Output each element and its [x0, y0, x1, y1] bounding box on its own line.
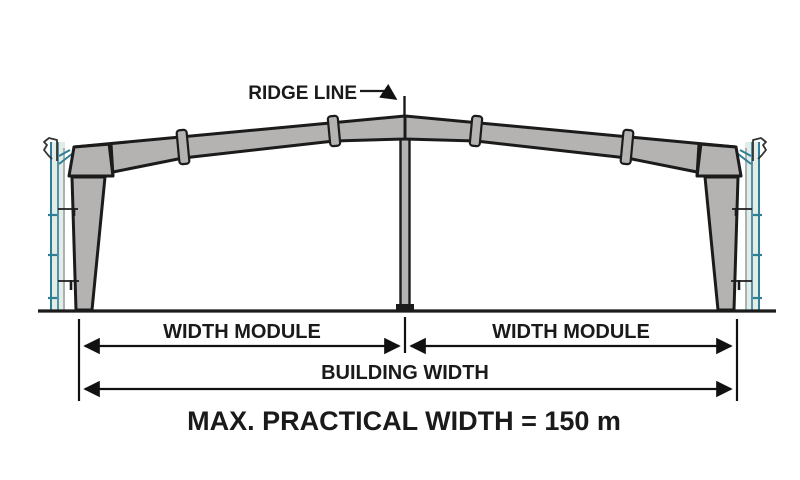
width-module-left-label: WIDTH MODULE	[163, 321, 321, 343]
right-column	[695, 142, 743, 312]
width-module-right-label: WIDTH MODULE	[492, 321, 650, 343]
right-eave-joint	[696, 145, 703, 176]
left-column	[67, 142, 115, 312]
left-eave-joint	[107, 145, 114, 176]
ridge-line-label: RIDGE LINE	[248, 83, 357, 104]
building-width-label: BUILDING WIDTH	[321, 362, 489, 384]
splice-plate	[468, 114, 484, 148]
ridge-leader-line	[360, 83, 406, 116]
center-post-base-plate	[396, 304, 414, 311]
girt-clips	[58, 208, 752, 290]
right-knee-block	[695, 142, 743, 178]
left-knee-block	[67, 142, 115, 178]
max-practical-width-label: MAX. PRACTICAL WIDTH = 150 m	[187, 406, 621, 436]
splice-plate	[175, 128, 191, 166]
right-rafter	[403, 114, 738, 174]
splice-plate	[326, 114, 342, 148]
right-wall-sheeting	[745, 142, 762, 311]
dimension-lines	[77, 317, 739, 401]
left-wall-sheeting	[48, 142, 65, 311]
left-rafter	[72, 114, 407, 174]
center-post	[396, 136, 414, 311]
splice-plate	[619, 128, 635, 166]
